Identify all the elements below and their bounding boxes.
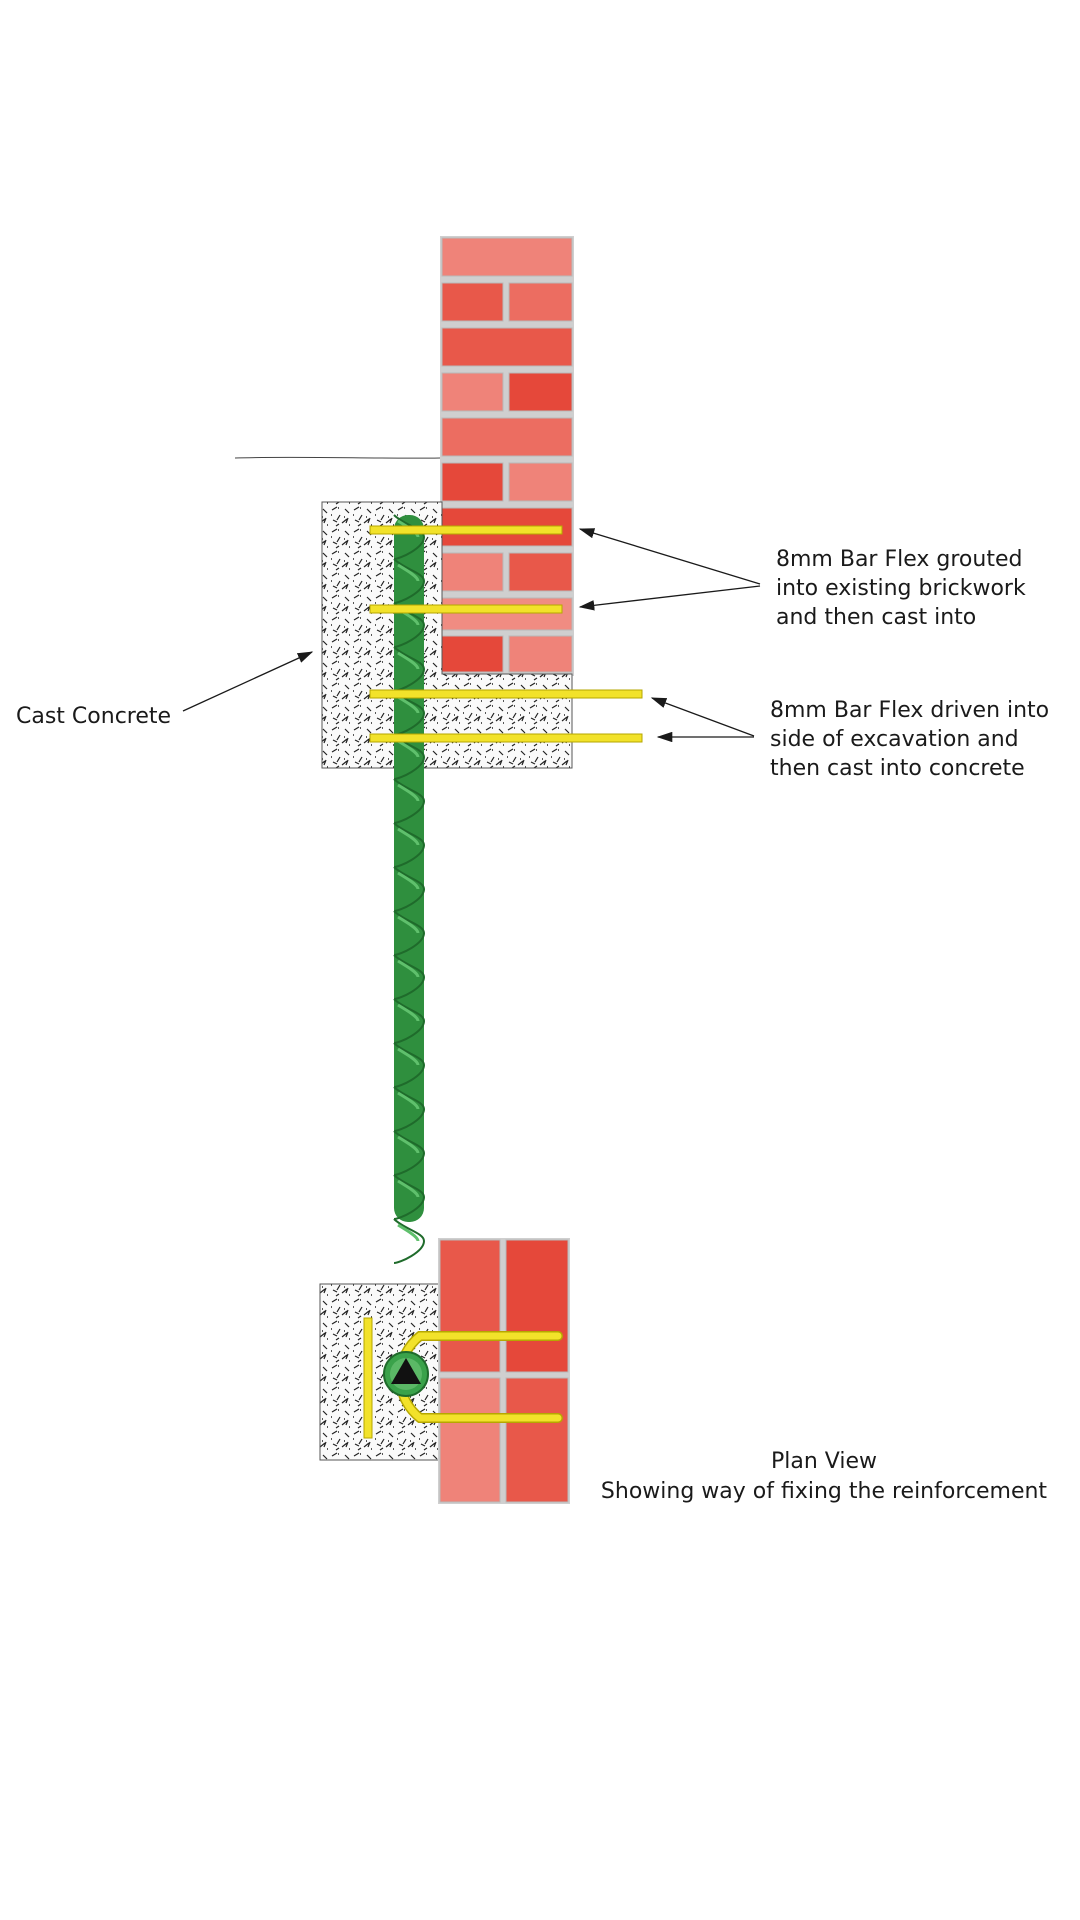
brick (441, 635, 504, 673)
rebar-highlight (397, 783, 420, 802)
rebar-twist (393, 646, 426, 692)
leader-lines (182, 528, 761, 743)
twisted-rebar (393, 514, 426, 1264)
rebar-highlight (397, 827, 420, 846)
plan-bar-flex-vertical (363, 1317, 373, 1439)
rebar-twist (393, 998, 426, 1044)
brick (441, 552, 504, 592)
brick (441, 462, 504, 502)
rebar-twist (393, 1130, 426, 1176)
grouted-label-line3: and then cast into (776, 605, 976, 630)
plan-brick (505, 1377, 569, 1503)
brick (441, 327, 573, 367)
rebar-highlight (397, 1223, 420, 1242)
plan-view (319, 1238, 570, 1504)
grouted-label-line1: 8mm Bar Flex grouted (776, 547, 1022, 572)
rebar-highlight (397, 1047, 420, 1066)
brick (441, 417, 573, 457)
bar-flex-grouted (369, 525, 563, 614)
driven-label-line1: 8mm Bar Flex driven into (770, 698, 1049, 723)
rebar-twist (393, 954, 426, 1000)
leader-line (578, 528, 761, 585)
rebar-twist (393, 1174, 426, 1220)
rebar-twist (393, 822, 426, 868)
bar-flex (369, 525, 563, 535)
rebar-highlight (397, 1179, 420, 1198)
triangle-in-circle-icon (383, 1351, 429, 1397)
rebar-highlight (397, 563, 420, 582)
rebar-highlight (397, 651, 420, 670)
ground-line (234, 456, 441, 459)
brick (441, 282, 504, 322)
brick (441, 597, 573, 631)
rebar-highlight (397, 1135, 420, 1154)
plan-brick (505, 1239, 569, 1373)
plan-view-title: Plan View (771, 1449, 877, 1474)
plan-brick (439, 1239, 501, 1373)
rebar-highlight (397, 739, 420, 758)
rebar-highlight (397, 1091, 420, 1110)
rebar-twist (393, 778, 426, 824)
grouted-label-line2: into existing brickwork (776, 576, 1026, 601)
driven-label-line2: side of excavation and (770, 727, 1019, 752)
leader-line (182, 651, 314, 712)
rebar-twist (393, 1042, 426, 1088)
rebar-highlight (397, 915, 420, 934)
brick (508, 635, 573, 673)
bar-flex (369, 733, 643, 743)
rebar-twists (393, 514, 426, 1264)
rebar-highlight (397, 959, 420, 978)
rebar-twist (393, 1086, 426, 1132)
brick (508, 462, 573, 502)
brick (508, 372, 573, 412)
brick (508, 552, 573, 592)
rebar-highlight (397, 871, 420, 890)
rebar-twist (393, 514, 426, 560)
brick (508, 282, 573, 322)
plan-brick (439, 1377, 501, 1503)
driven-label-line3: then cast into concrete (770, 756, 1025, 781)
brick-wall-section (440, 236, 574, 676)
bar-flex (369, 604, 563, 614)
rebar-twist (393, 558, 426, 604)
brick (441, 237, 573, 277)
cast-concrete-section (321, 501, 573, 769)
plan-view-caption: Showing way of fixing the reinforcement (601, 1479, 1048, 1504)
leader-line (578, 585, 761, 611)
bar-flex (369, 689, 643, 699)
rebar-highlight (397, 1003, 420, 1022)
rebar-twist (393, 866, 426, 912)
brick (441, 372, 504, 412)
rebar-twist (393, 1218, 426, 1264)
rebar-twist (393, 910, 426, 956)
bar-flex-driven (369, 689, 643, 743)
leader-line (650, 697, 755, 737)
cast-concrete-label: Cast Concrete (16, 704, 171, 729)
rebar-highlight (397, 695, 420, 714)
